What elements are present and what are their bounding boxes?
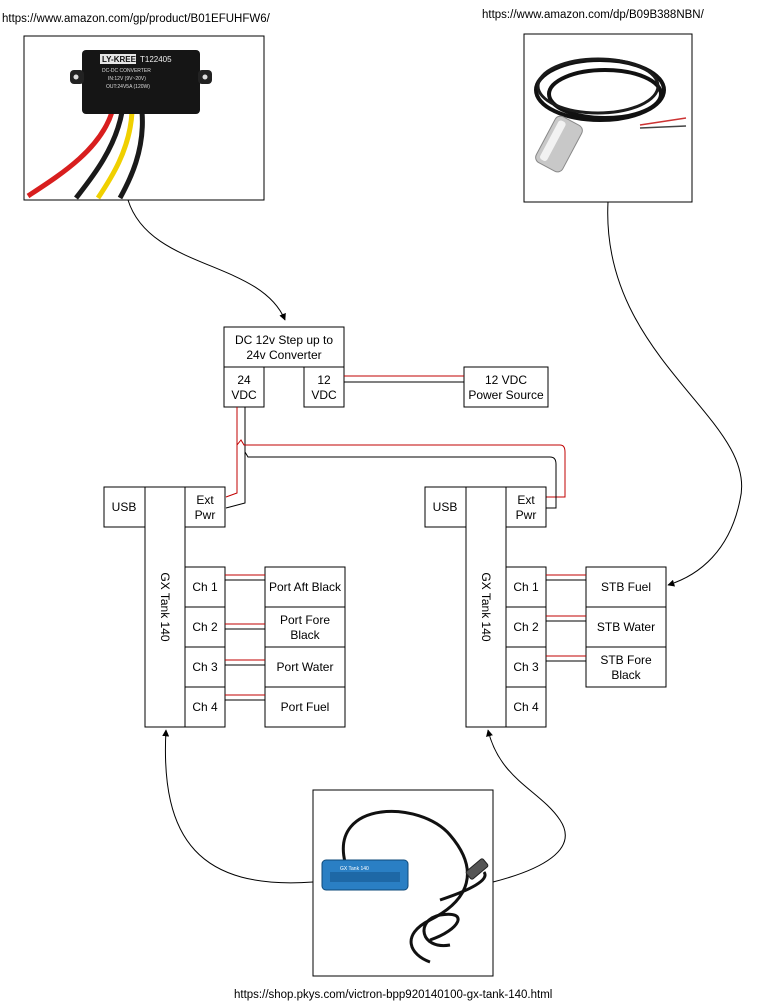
converter-output-spec: OUT:24V5A (120W) bbox=[106, 84, 150, 90]
stb-water-label: STB Water bbox=[597, 620, 655, 634]
left-ext-wire-positive bbox=[225, 407, 238, 498]
converter-box: DC 12v Step up to 24v Converter 24 VDC 1… bbox=[223, 326, 345, 408]
gx-link-arrow-right bbox=[486, 729, 566, 883]
power-source-line2: Power Source bbox=[468, 388, 544, 402]
port-water-label: Port Water bbox=[277, 660, 334, 674]
left-ext-line1: Ext bbox=[196, 493, 214, 507]
converter-title-line1: DC 12v Step up to bbox=[235, 333, 333, 347]
right-ext-wire-negative bbox=[244, 451, 557, 509]
gx-link-arrow-left bbox=[162, 729, 314, 884]
converter-in-line2: VDC bbox=[311, 388, 337, 402]
converter-out-line1: 24 bbox=[237, 373, 251, 387]
left-ch4: Ch 4 bbox=[192, 700, 218, 714]
right-ext-line2: Pwr bbox=[516, 508, 537, 522]
sensor-url[interactable]: https://www.amazon.com/dp/B09B388NBN/ bbox=[482, 9, 705, 21]
gx-tank-url[interactable]: https://shop.pkys.com/victron-bpp9201401… bbox=[234, 989, 552, 1001]
right-usb-label: USB bbox=[433, 500, 458, 514]
stb-fore-black-line2: Black bbox=[611, 668, 641, 682]
power-source-line1: 12 VDC bbox=[485, 373, 527, 387]
converter-input-spec: IN:12V (9V~20V) bbox=[108, 76, 146, 82]
converter-brand-text: LY-KREE bbox=[102, 55, 137, 64]
right-ch1: Ch 1 bbox=[513, 580, 539, 594]
gx-tank-photo: GX Tank 140 bbox=[312, 789, 494, 977]
port-fore-black-line2: Black bbox=[290, 628, 320, 642]
right-tank-sensors: STB Fuel STB Water STB Fore Black bbox=[546, 566, 667, 688]
converter-url[interactable]: https://www.amazon.com/gp/product/B01EFU… bbox=[2, 13, 271, 25]
gx-tank-right: USB GX Tank 140 Ext Pwr Ch 1 Ch 2 Ch 3 C… bbox=[424, 486, 547, 728]
right-ext-wire-positive bbox=[236, 439, 566, 498]
converter-title-line2: 24v Converter bbox=[246, 348, 321, 362]
power-source-box: 12 VDC Power Source bbox=[463, 366, 549, 408]
sensor-photo bbox=[523, 33, 693, 203]
right-ch2: Ch 2 bbox=[513, 620, 539, 634]
converter-model-text: T122405 bbox=[140, 55, 172, 64]
left-usb-label: USB bbox=[112, 500, 137, 514]
left-ext-line2: Pwr bbox=[195, 508, 216, 522]
left-ch2: Ch 2 bbox=[192, 620, 218, 634]
right-ext-line1: Ext bbox=[517, 493, 535, 507]
port-fuel-label: Port Fuel bbox=[281, 700, 330, 714]
left-gx-label: GX Tank 140 bbox=[158, 572, 172, 641]
right-gx-label: GX Tank 140 bbox=[479, 572, 493, 641]
converter-in-line1: 12 bbox=[317, 373, 331, 387]
gx-tank-left: USB GX Tank 140 Ext Pwr Ch 1 Ch 2 Ch 3 C… bbox=[103, 486, 226, 728]
converter-link-arrow bbox=[127, 199, 286, 321]
stb-fuel-label: STB Fuel bbox=[601, 580, 651, 594]
converter-out-line2: VDC bbox=[231, 388, 257, 402]
left-ch3: Ch 3 bbox=[192, 660, 218, 674]
right-ch4: Ch 4 bbox=[513, 700, 539, 714]
converter-type-text: DC-DC CONVERTER bbox=[102, 68, 151, 74]
port-aft-black-label: Port Aft Black bbox=[269, 580, 342, 594]
left-ch1: Ch 1 bbox=[192, 580, 218, 594]
right-ch3: Ch 3 bbox=[513, 660, 539, 674]
port-fore-black-line1: Port Fore bbox=[280, 613, 330, 627]
sensor-link-arrow bbox=[607, 201, 743, 587]
left-ext-wire-negative bbox=[225, 407, 246, 509]
left-tank-sensors: Port Aft Black Port Fore Black Port Wate… bbox=[225, 566, 346, 728]
stb-fore-black-line1: STB Fore bbox=[600, 653, 652, 667]
gx-photo-device-label: GX Tank 140 bbox=[340, 866, 369, 872]
converter-photo: LY-KREE T122405 DC-DC CONVERTER IN:12V (… bbox=[23, 35, 265, 201]
